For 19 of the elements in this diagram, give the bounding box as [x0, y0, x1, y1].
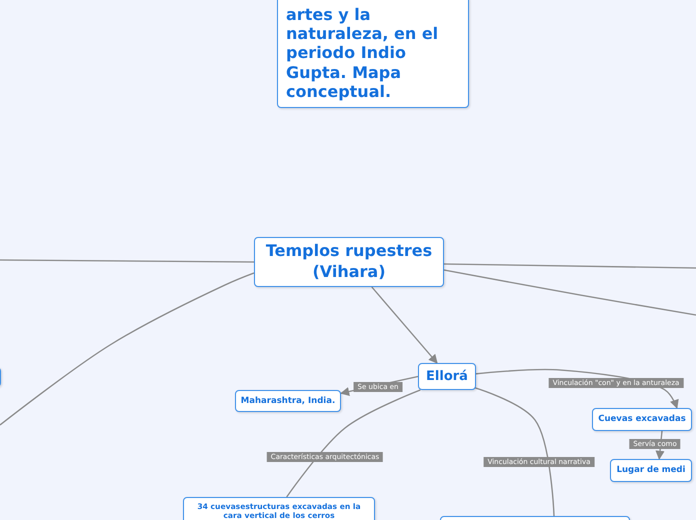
topic-box [277, 0, 469, 108]
connector-line [371, 286, 438, 364]
topic-text: artes y la naturaleza, en el periodo Indio Gupta. Mapa conceptual. [286, 5, 440, 101]
connector-line [472, 386, 555, 516]
connector-line [444, 263, 696, 269]
topic-text: Cuevas excavadas [598, 414, 686, 425]
topic-box [592, 408, 692, 431]
connector-line [444, 269, 696, 316]
topic-box [235, 390, 341, 412]
topic-box [254, 237, 444, 287]
topic-box [610, 459, 692, 482]
topic-text: Ellorá [426, 368, 468, 384]
topic-text: Lugar de medi [616, 465, 686, 476]
connector-line [286, 389, 421, 498]
topic-text: Maharashtra, India. [240, 396, 336, 406]
topic-text: Templos rupestres (Vihara) [264, 241, 434, 283]
connector-line [0, 272, 254, 426]
topic-box [418, 363, 476, 390]
connector-line [0, 259, 254, 263]
